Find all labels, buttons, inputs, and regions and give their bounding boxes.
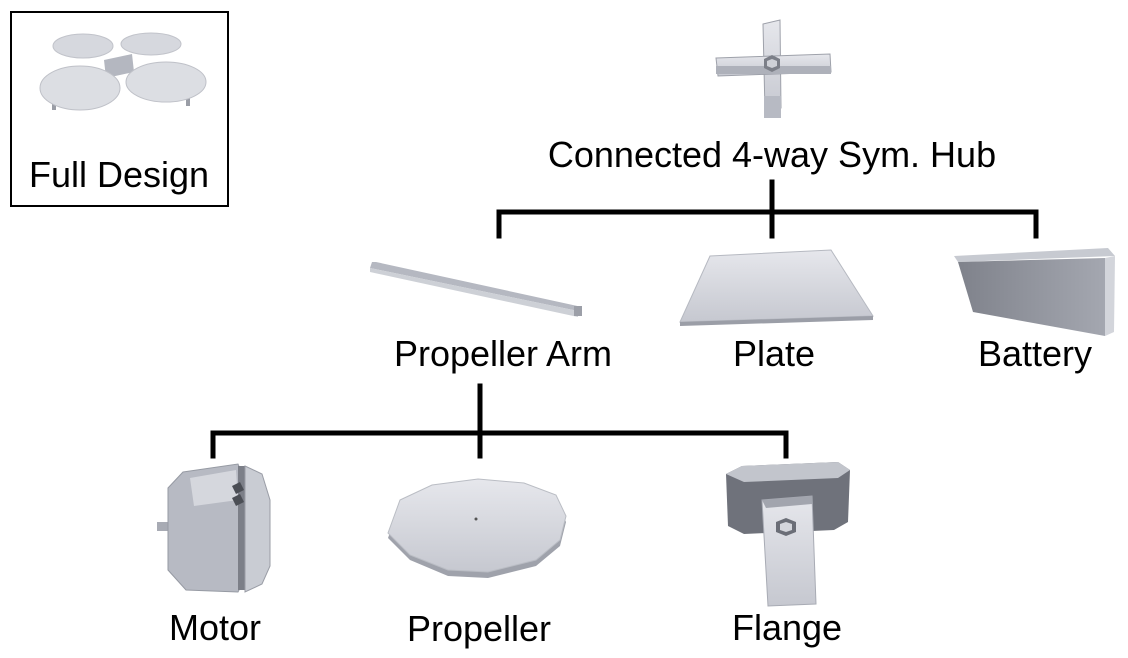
inset-frame [10, 11, 229, 207]
motor-image [157, 463, 271, 593]
flange-label: Flange [732, 607, 842, 648]
motor-node: Motor [157, 463, 271, 648]
hub-label: Connected 4-way Sym. Hub [548, 134, 996, 175]
full-design-image [39, 32, 207, 111]
battery-node: Battery [954, 248, 1115, 374]
tree-connectors [210, 179, 1039, 459]
plate-label: Plate [733, 333, 815, 374]
battery-image [954, 248, 1115, 336]
full-design-inset: Full Design [10, 11, 229, 207]
battery-label: Battery [978, 333, 1092, 374]
plate-image [679, 249, 874, 326]
propeller-node: Propeller [387, 478, 567, 649]
motor-label: Motor [169, 607, 261, 648]
propeller-image [387, 478, 567, 578]
flange-image [726, 462, 850, 607]
hub-image [715, 19, 832, 118]
arm-image [370, 262, 582, 317]
arm-node: Propeller Arm [370, 262, 612, 374]
plate-node: Plate [679, 249, 874, 374]
flange-node: Flange [726, 462, 850, 648]
propeller-label: Propeller [407, 608, 551, 649]
hub-node: Connected 4-way Sym. Hub [548, 19, 996, 175]
arm-label: Propeller Arm [394, 333, 612, 374]
full-design-label: Full Design [29, 154, 209, 195]
